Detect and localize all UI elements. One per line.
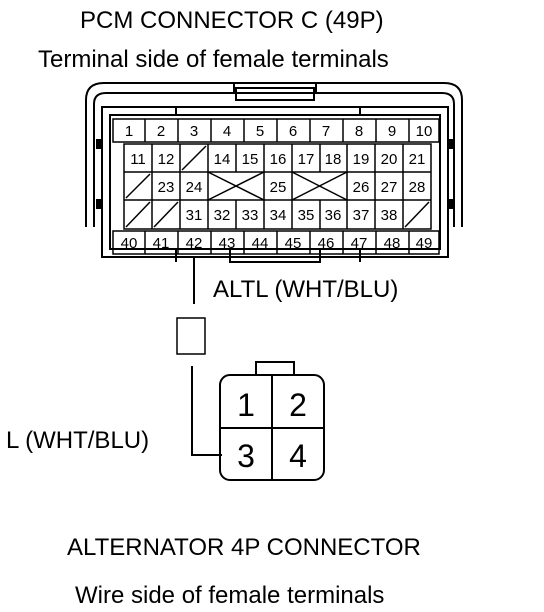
pcm-row-1 — [112, 118, 440, 143]
terminal-48: 48 — [384, 235, 401, 252]
terminal-10: 10 — [416, 123, 433, 140]
terminal-8: 8 — [355, 123, 363, 140]
terminal-24: 24 — [186, 179, 203, 196]
terminal-15: 15 — [242, 151, 259, 168]
terminal-18: 18 — [325, 151, 342, 168]
pcm-terminal-grid — [112, 118, 440, 255]
terminal-9: 9 — [388, 123, 396, 140]
terminal-5: 5 — [256, 123, 264, 140]
empty-cavity-slash — [153, 201, 179, 228]
terminal-16: 16 — [270, 151, 287, 168]
terminal-21: 21 — [409, 151, 426, 168]
pcm-connector-title: PCM CONNECTOR C (49P) — [80, 7, 384, 34]
terminal-31: 31 — [186, 207, 203, 224]
terminal-7: 7 — [322, 123, 330, 140]
terminal-33: 33 — [242, 207, 259, 224]
alternator-connector-subtitle: Wire side of female terminals — [75, 582, 384, 609]
pcm-connector-subtitle: Terminal side of female terminals — [38, 46, 389, 73]
terminal-32: 32 — [214, 207, 231, 224]
terminal-27: 27 — [381, 179, 398, 196]
pcm-rows-2-4 — [123, 143, 432, 230]
terminal-4: 4 — [223, 123, 231, 140]
terminal-36: 36 — [325, 207, 342, 224]
alternator-connector-title: ALTERNATOR 4P CONNECTOR — [67, 534, 421, 561]
terminal-37: 37 — [353, 207, 370, 224]
terminal-1: 1 — [125, 123, 133, 140]
alt-terminal-4: 4 — [289, 438, 307, 474]
terminal-40: 40 — [121, 235, 138, 252]
terminal-41: 41 — [153, 235, 170, 252]
terminal-20: 20 — [381, 151, 398, 168]
terminal-2: 2 — [157, 123, 165, 140]
terminal-28: 28 — [409, 179, 426, 196]
terminal-19: 19 — [353, 151, 370, 168]
terminal-42: 42 — [186, 235, 203, 252]
alt-terminal-1: 1 — [237, 387, 255, 423]
alt-terminal-3: 3 — [237, 438, 255, 474]
terminal-47: 47 — [351, 235, 368, 252]
empty-cavity-slash — [125, 201, 151, 228]
pcm-row-5 — [112, 230, 440, 255]
alt-terminal-2: 2 — [289, 387, 307, 423]
wire-label-left: L (WHT/BLU) — [6, 427, 149, 454]
terminal-25: 25 — [270, 179, 287, 196]
inline-connector — [176, 317, 206, 355]
terminal-49: 49 — [416, 235, 433, 252]
terminal-26: 26 — [353, 179, 370, 196]
terminal-43: 43 — [219, 235, 236, 252]
wire-altl — [176, 256, 222, 456]
terminal-45: 45 — [285, 235, 302, 252]
terminal-35: 35 — [298, 207, 315, 224]
terminal-3: 3 — [190, 123, 198, 140]
terminal-17: 17 — [298, 151, 315, 168]
terminal-23: 23 — [158, 179, 175, 196]
alternator-connector-housing — [219, 361, 325, 481]
empty-cavity-slash — [404, 201, 430, 228]
empty-cavity-slash — [125, 173, 151, 199]
empty-cavity-cross — [291, 171, 348, 201]
pcm-terminal-numbers: 1 2 3 4 5 6 7 8 9 10 11 12 14 15 16 17 1… — [121, 123, 433, 252]
terminal-38: 38 — [381, 207, 398, 224]
empty-cavity-cross — [207, 171, 265, 201]
terminal-6: 6 — [289, 123, 297, 140]
terminal-34: 34 — [270, 207, 287, 224]
terminal-12: 12 — [158, 151, 175, 168]
terminal-44: 44 — [252, 235, 269, 252]
empty-cavity-slash — [181, 145, 207, 171]
alternator-terminal-numbers: 1 2 3 4 — [237, 387, 307, 474]
pcm-connector-housing — [85, 82, 463, 263]
wire-label-top: ALTL (WHT/BLU) — [213, 276, 398, 303]
terminal-14: 14 — [214, 151, 231, 168]
terminal-11: 11 — [130, 151, 146, 168]
terminal-46: 46 — [318, 235, 335, 252]
